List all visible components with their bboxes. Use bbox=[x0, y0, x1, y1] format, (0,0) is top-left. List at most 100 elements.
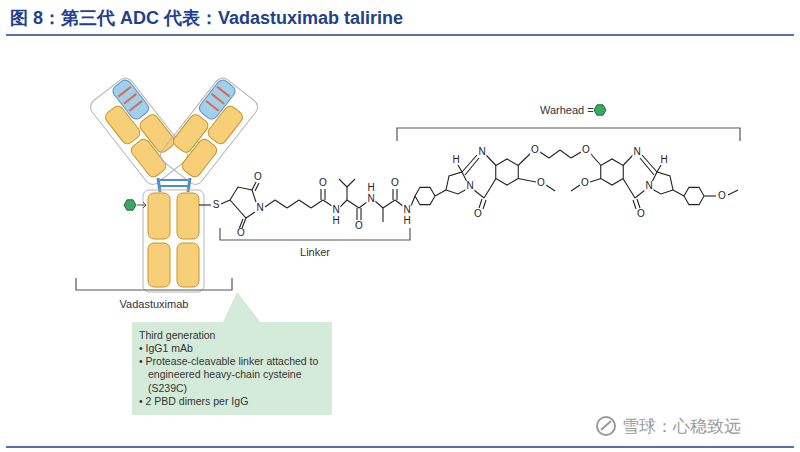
bond bbox=[728, 190, 738, 195]
bond bbox=[635, 190, 645, 198]
antibody-figure bbox=[87, 75, 260, 292]
bond bbox=[479, 199, 482, 208]
chemical-structure bbox=[199, 150, 738, 229]
bond bbox=[275, 200, 287, 208]
callout-bullet: • Protease-cleavable linker attached to … bbox=[139, 355, 325, 394]
atom-label: O bbox=[536, 178, 546, 188]
callout-heading: Third generation bbox=[139, 329, 325, 342]
atom-label: O bbox=[581, 145, 591, 155]
watermark: 雪球：心稳致远 bbox=[622, 418, 741, 435]
bond-ring bbox=[446, 172, 467, 190]
bond bbox=[484, 179, 496, 199]
bond bbox=[474, 190, 484, 198]
atom-label: O bbox=[318, 178, 328, 188]
bond bbox=[252, 182, 256, 190]
bond bbox=[346, 187, 347, 200]
callout-box: Third generation• IgG1 mAb• Protease-cle… bbox=[132, 322, 332, 415]
atom-label: H bbox=[366, 183, 375, 193]
atom-label: O bbox=[236, 228, 246, 238]
atom-label: O bbox=[717, 191, 727, 201]
bond bbox=[255, 183, 259, 191]
watermark-logo bbox=[597, 417, 615, 435]
bond bbox=[392, 189, 393, 200]
bond bbox=[383, 200, 395, 208]
atom-label: H bbox=[659, 155, 668, 165]
bond-ring bbox=[652, 172, 673, 190]
bond-ring bbox=[415, 187, 435, 204]
atom-label: N bbox=[465, 181, 474, 191]
part-label: Vadastuximab bbox=[120, 299, 189, 310]
bond bbox=[347, 200, 359, 208]
bond bbox=[375, 201, 383, 208]
bond bbox=[657, 165, 661, 172]
atom-label: H bbox=[331, 216, 340, 226]
bond-ring bbox=[230, 200, 255, 218]
antibody-bracket bbox=[76, 278, 232, 290]
bond bbox=[324, 189, 325, 200]
atom-label: O bbox=[580, 178, 590, 188]
atom-label: S bbox=[212, 200, 221, 210]
atom-label: N bbox=[366, 194, 375, 204]
bond bbox=[623, 179, 635, 199]
atom-label: N bbox=[477, 147, 486, 157]
callout-bullet: • IgG1 mAb bbox=[139, 342, 325, 355]
bond bbox=[396, 189, 397, 200]
part-label: Linker bbox=[300, 247, 330, 258]
figure-title: 图 8：第三代 ADC 代表：Vadastuximab talirine bbox=[10, 9, 403, 27]
atom-label: O bbox=[253, 172, 263, 182]
bond bbox=[560, 150, 571, 158]
bond bbox=[518, 179, 536, 183]
bond bbox=[465, 158, 479, 175]
bond bbox=[571, 185, 580, 191]
bond bbox=[518, 153, 531, 166]
bond bbox=[311, 200, 323, 208]
bottom-rule bbox=[6, 446, 794, 448]
callout-pointer bbox=[222, 292, 262, 324]
bond-ring bbox=[496, 159, 519, 185]
bond bbox=[339, 179, 347, 187]
bond-ring bbox=[684, 187, 704, 204]
bond bbox=[640, 158, 654, 175]
atom-label: N bbox=[402, 205, 411, 215]
title-rule bbox=[6, 34, 794, 36]
callout-bullet: • 2 PBD dimers per IgG bbox=[139, 395, 325, 408]
bond bbox=[546, 185, 555, 191]
bond-ring bbox=[652, 189, 673, 194]
bond bbox=[549, 150, 560, 158]
atom-label: O bbox=[354, 221, 364, 231]
bond bbox=[637, 199, 640, 208]
bond bbox=[590, 153, 601, 166]
atom-label: H bbox=[451, 155, 460, 165]
bond bbox=[435, 190, 446, 196]
bond bbox=[590, 179, 601, 183]
atom-label: O bbox=[390, 178, 400, 188]
warhead-bracket bbox=[397, 128, 740, 141]
atom-label: N bbox=[331, 205, 340, 215]
bond bbox=[382, 208, 383, 222]
part-label: Warhead = bbox=[540, 105, 594, 116]
bond bbox=[704, 195, 716, 196]
bond bbox=[199, 204, 211, 205]
bond bbox=[287, 200, 299, 208]
bond bbox=[571, 152, 581, 158]
bond bbox=[265, 200, 275, 207]
atom-label: N bbox=[255, 203, 264, 213]
bond bbox=[673, 190, 684, 196]
bond bbox=[299, 200, 311, 208]
bond-ring bbox=[446, 189, 467, 194]
bond bbox=[360, 208, 361, 220]
bond bbox=[483, 200, 486, 209]
bond-ring bbox=[601, 159, 624, 185]
warhead-symbol bbox=[594, 105, 606, 115]
linker-bracket bbox=[220, 228, 410, 240]
atom-label: O bbox=[636, 209, 646, 219]
bond bbox=[486, 155, 496, 166]
atom-label: N bbox=[644, 181, 653, 191]
bond bbox=[347, 179, 355, 187]
bond bbox=[320, 189, 321, 200]
bond bbox=[221, 200, 230, 204]
atom-label: H bbox=[402, 216, 411, 226]
bond bbox=[540, 152, 549, 158]
bond bbox=[458, 165, 462, 172]
